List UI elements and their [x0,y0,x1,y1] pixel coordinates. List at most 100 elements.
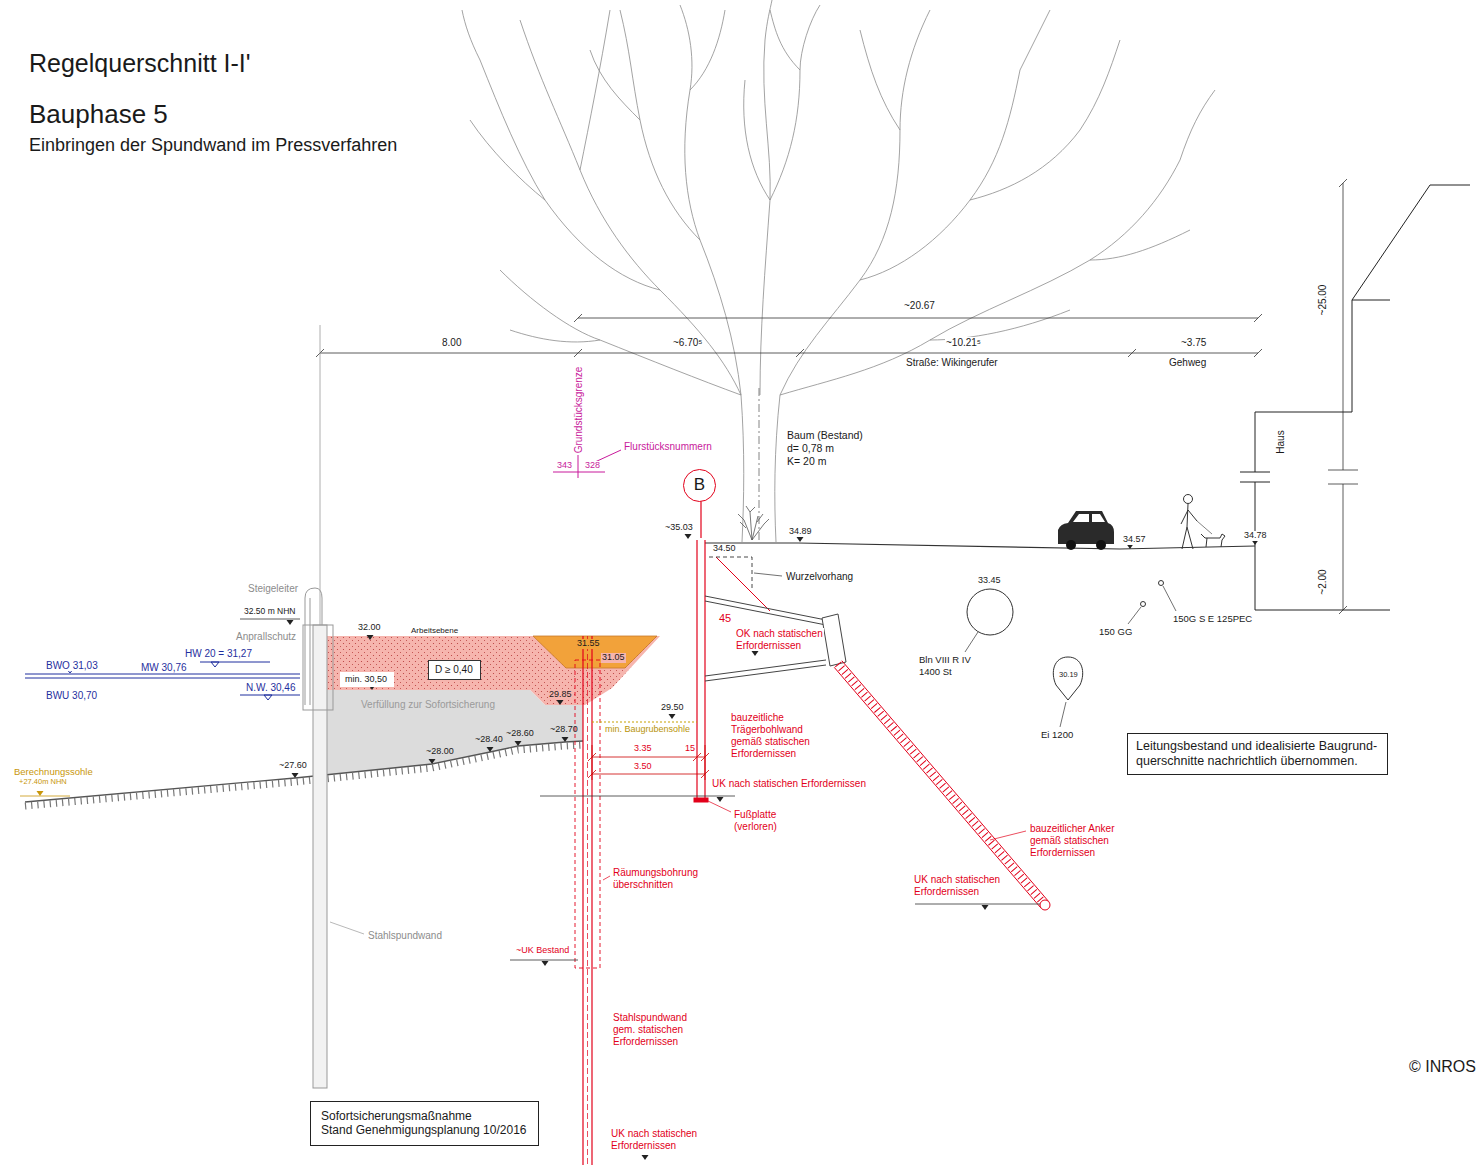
utility-pipes-part [1159,581,1164,586]
new-sheet-pile-wall-part [587,636,588,1165]
drawing-label: 8.00 [441,337,462,348]
dimension-lines-part [796,349,804,357]
bush-part [738,506,769,540]
drawing-label: 31.55 [576,639,601,649]
drawing-label: 33.45 [977,576,1002,586]
drawing-label: Erfordernissen [1029,847,1096,858]
anchor-struts-part [822,614,846,666]
ground-line [705,543,1255,549]
utility-pipes-part [1128,607,1141,624]
drawing-label: © INROS [1408,1058,1477,1076]
dimension-lines-part [1128,349,1136,357]
drawing-label: Erfordernissen [913,886,980,897]
existing-ground [25,741,583,806]
note-box: Leitungsbestand und idealisierte Baugrun… [1127,733,1388,775]
level-lines-part [592,721,697,722]
drawing-label: Bauphase 5 [28,100,169,129]
drawing-label: 32.00 [357,623,382,633]
level-lines [20,722,1040,960]
drawing-label: 343 [556,461,573,471]
ground-line-part [705,543,1255,549]
new-sheet-pile-wall-part [591,636,592,1165]
dimension-lines-part [1254,314,1262,322]
drawing-label: 31.05 [601,653,626,663]
drawing-label: 15 [684,744,696,754]
drawing-label: 45 [718,612,732,624]
car-part [1058,511,1114,544]
tree-part [775,395,780,542]
drawing-label: ~6.70⁵ [672,337,703,348]
car-part [1073,514,1089,522]
anchor-struts [705,596,846,681]
tree-part [620,10,700,240]
drawing-label: 34.89 [788,527,813,537]
soldier-pile-wall-part [696,540,697,800]
drawing-label: Arbeitsebene [410,627,459,636]
drawing-label: UK nach statischen Erfordernissen [711,778,867,789]
tree-part [780,160,1180,395]
level-markers-part [287,620,294,625]
house-outline-part [1255,412,1256,472]
drawing-label: ~35.03 [664,523,694,533]
drawing-label: Stahlspundwand [612,1012,688,1023]
dimension-3-50-part [588,770,596,778]
dimension-3-50 [588,745,709,780]
drawing-label: Erfordernissen [612,1036,679,1047]
drawing-label: bauzeitlicher Anker [1029,823,1116,834]
drawing-label: Steigeleiter [247,583,299,594]
dimension-lines-part [1339,179,1347,187]
level-lines-part [20,796,70,797]
level-box: min. 30,50 [340,672,394,687]
existing-sheet-pile-wall-part [313,625,327,1088]
vertical-label: ~2.00 [1317,568,1328,595]
anchor-struts-part [705,660,826,676]
new-sheet-pile-wall-part [582,636,583,1165]
existing-ground-part [25,745,583,806]
tree-part [741,395,744,542]
drawing-label: 1400 St [918,667,953,677]
level-lines-part [915,904,1040,905]
drawing-label: K= 20 m [786,456,827,468]
level-markers-part [367,635,374,640]
drawing-label: ~28.70 [549,725,579,735]
car-part [1066,540,1076,550]
dimension-3-50-part [592,774,705,775]
existing-sheet-pile-wall [240,588,364,1088]
drawing-label: Flurstücksnummern [623,441,713,452]
drawing-label: MW 30,76 [140,662,188,673]
tree [462,0,1215,542]
fill-regions-part [327,690,583,775]
drawing-label: UK nach statischen [610,1128,698,1139]
tree-part [1180,90,1215,160]
level-markers-part [752,651,759,656]
pedestrian-with-dog-part [1181,504,1197,549]
anchor-struts-part [705,665,826,681]
drawing-label: N.W. 30,46 [245,682,296,693]
drawing-label: Trägerbohlwand [730,724,804,735]
tree-part [590,50,640,120]
soldier-pile-wall-part [716,557,770,611]
level-markers-part [487,747,494,752]
utility-pipes-part [965,632,978,652]
soldier-pile-wall [694,497,770,812]
tree-part [480,60,660,290]
ground-anchor-part [838,664,1045,905]
tree-part [860,30,900,130]
drawing-label: 3.50 [633,762,653,772]
water-levels-part [25,678,300,679]
house-outline-part [1240,472,1270,473]
tree-part [462,10,480,60]
drawing-label: Berechnungssohle [13,767,94,777]
drawing-label: 328 [584,461,601,471]
utility-pipes-part [1060,702,1066,727]
dimension-3-50-part [701,770,709,778]
drawing-label: Ei 1200 [1040,730,1074,740]
water-levels-part [25,674,300,675]
dimension-lines [316,179,1358,625]
dimension-3-50-part [701,753,709,761]
root-curtain [709,557,782,590]
level-markers-part [557,700,564,705]
tree-part [744,80,770,200]
house-outline [1240,185,1470,610]
